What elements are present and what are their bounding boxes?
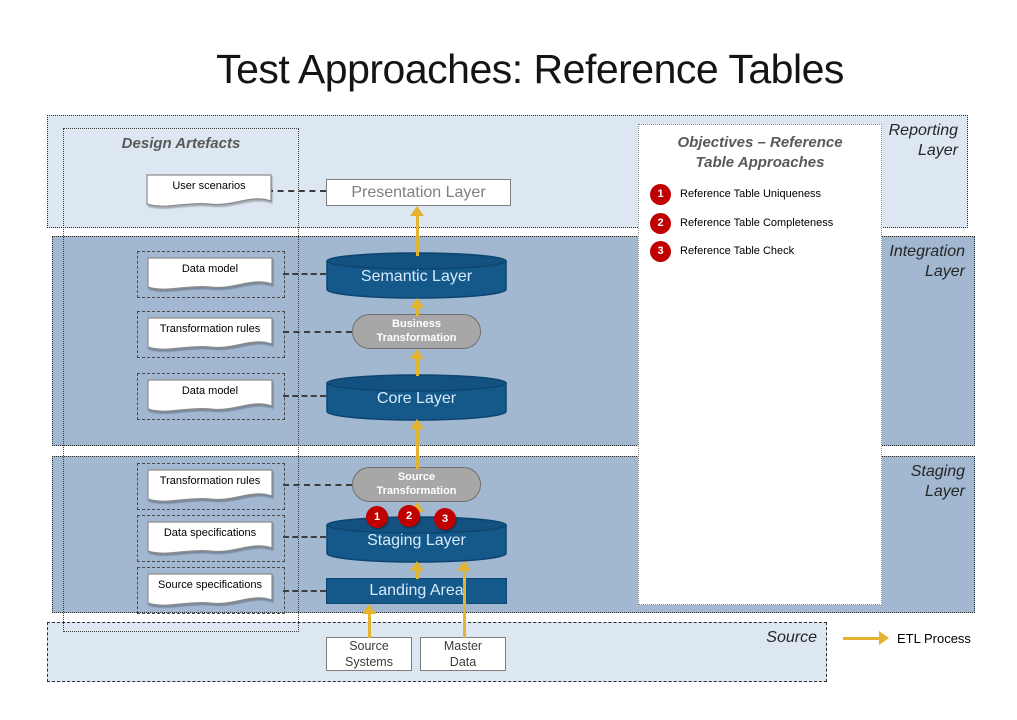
connector-rules-business-transformation [283,331,352,333]
document-shape-icon [147,257,273,290]
arrowhead-icon [410,349,424,359]
node-label-line2: Data [449,655,477,669]
connector-specs-landing [283,590,326,592]
doc-label: Transformation rules [159,475,261,487]
node-semantic-layer: Semantic Layer [326,252,507,299]
node-source-transformation: Source Transformation [352,467,481,502]
objective-item-2: 2 Reference Table Completeness [650,212,833,234]
arrow-semantic-to-presentation [410,206,424,256]
objective-1-label: Reference Table Uniqueness [680,188,822,200]
document-shape-icon [147,469,273,502]
connector-data-model-core [283,395,326,397]
doc-user-scenarios: User scenarios [146,174,272,210]
arrow-source-transformation-to-core [410,419,424,469]
node-label-line1: Source [397,470,436,483]
doc-wrap-transformation-rules-int [137,311,285,358]
staging-badge-1: 1 [366,506,388,528]
arrowhead-icon [410,419,424,429]
design-artefacts-title: Design Artefacts [121,135,241,152]
objective-3-label: Reference Table Check [680,245,795,257]
design-artefacts-frame: Design Artefacts [63,128,299,632]
etl-arrow-icon [843,631,889,645]
arrow-core-to-business [410,349,424,376]
node-label: Landing Area [369,582,464,599]
connector-rules-source-transformation [283,484,352,486]
doc-wrap-data-model-top [137,251,285,298]
connector-specs-staging [283,536,326,538]
node-label: Staging Layer [367,532,466,549]
objectives-title: Objectives – Reference Table Approaches [677,134,843,171]
doc-wrap-source-specifications [137,567,285,614]
staging-layer-label: Staging Layer [910,463,965,500]
node-label: Core Layer [376,390,457,407]
objectives-panel: Objectives – Reference Table Approaches … [638,124,882,605]
staging-badge-2: 2 [398,505,420,527]
doc-source-specifications: Source specifications [147,573,273,609]
node-label: Semantic Layer [360,268,473,285]
connector-data-model-semantic [283,273,326,275]
doc-wrap-transformation-rules-stg [137,463,285,510]
doc-data-model-top: Data model [147,257,273,293]
node-master-data: Master Data [420,637,506,671]
cylinder-shape-icon [326,252,507,299]
source-label: Source [766,629,817,646]
doc-label: Data model [181,385,239,397]
document-shape-icon [147,317,273,350]
node-presentation-layer: Presentation Layer [326,179,511,206]
staging-badge-3: 3 [434,508,456,530]
slide-title: Test Approaches: Reference Tables [216,46,844,92]
document-shape-icon [147,379,273,412]
arrow-master-data-to-staging [457,561,471,638]
arrowhead-icon [410,502,424,512]
node-label-line2: Transformation [376,331,457,344]
arrow-source-systems-to-landing [362,604,376,638]
doc-wrap-data-model-bottom [137,373,285,420]
node-staging-layer: Staging Layer [326,516,507,563]
reporting-layer-label: Reporting Layer [888,122,958,159]
objective-2-label: Reference Table Completeness [680,217,834,229]
arrowhead-icon [410,206,424,216]
document-shape-icon [147,573,273,606]
integration-layer-label: Integration Layer [889,243,965,280]
doc-transformation-rules-int: Transformation rules [147,317,273,353]
etl-process-label: ETL Process [897,631,971,646]
arrow-landing-to-staging [410,561,424,579]
node-label-line2: Systems [345,655,393,669]
document-shape-icon [147,521,273,554]
doc-label: Data model [181,263,239,275]
doc-label: Source specifications [158,579,262,591]
doc-label: Data specifications [163,527,257,539]
objective-item-1: 1 Reference Table Uniqueness [650,183,821,205]
node-label-line1: Business [392,317,441,330]
arrowhead-icon [879,631,889,645]
node-source-systems: Source Systems [326,637,412,671]
node-label-line2: Transformation [376,484,457,497]
node-label-line1: Source [349,638,389,653]
objective-item-3: 3 Reference Table Check [650,240,794,262]
node-label: Presentation Layer [351,183,486,201]
doc-data-model-bottom: Data model [147,379,273,415]
document-shape-icon [146,174,272,207]
doc-data-specifications: Data specifications [147,521,273,557]
doc-label: Transformation rules [159,323,261,335]
arrowhead-icon [410,561,424,571]
doc-transformation-rules-stg: Transformation rules [147,469,273,505]
objective-2-badge: 2 [650,212,671,234]
doc-wrap-data-specifications [137,515,285,562]
arrow-business-to-semantic [410,298,424,316]
node-label-line1: Master [443,638,483,653]
node-business-transformation: Business Transformation [352,314,481,349]
objective-1-badge: 1 [650,183,671,205]
objective-3-badge: 3 [650,240,671,262]
arrowhead-icon [362,604,376,614]
connector-user-scenarios-presentation [267,190,326,192]
node-landing-area: Landing Area [326,578,507,604]
arrowhead-icon [457,561,471,571]
doc-label: User scenarios [172,180,246,192]
node-core-layer: Core Layer [326,374,507,421]
arrowhead-icon [410,298,424,308]
